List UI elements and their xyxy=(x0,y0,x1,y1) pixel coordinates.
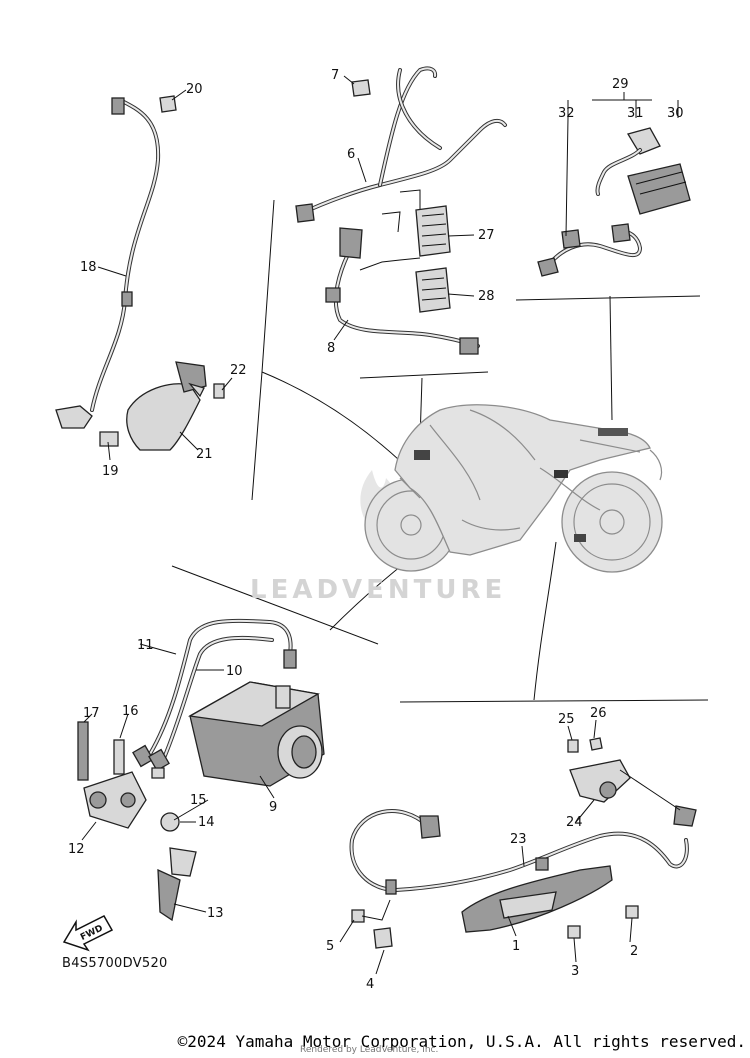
wire-harness-group xyxy=(295,66,507,355)
part-number-labels: 1 2 3 4 5 6 7 8 9 10 11 12 13 14 15 16 1… xyxy=(68,68,684,992)
part-label-1: 1 xyxy=(512,939,520,954)
footer-copyright: ©2024 Yamaha Motor Corporation, U.S.A. A… xyxy=(177,1032,746,1051)
part-label-12: 12 xyxy=(68,842,85,857)
ecu-group xyxy=(537,92,691,277)
fwd-arrow: FWD xyxy=(62,915,114,952)
rear-wheel-sensor-group xyxy=(349,737,697,949)
part-label-14: 14 xyxy=(198,815,215,830)
footer-rendered-by: Rendered by LeadVenture, Inc. xyxy=(300,1045,439,1055)
part-label-11: 11 xyxy=(137,638,154,653)
part-label-22: 22 xyxy=(230,363,247,378)
part-label-13: 13 xyxy=(207,906,224,921)
front-wheel-sensor-group xyxy=(55,95,225,451)
part-label-27: 27 xyxy=(478,228,495,243)
part-label-21: 21 xyxy=(196,447,213,462)
part-label-31: 31 xyxy=(627,106,644,121)
part-label-7: 7 xyxy=(331,68,339,83)
diagram-code: B4S5700DV520 xyxy=(62,956,168,971)
part-label-4: 4 xyxy=(366,977,374,992)
part-label-23: 23 xyxy=(510,832,527,847)
part-label-26: 26 xyxy=(590,706,607,721)
part-label-3: 3 xyxy=(571,964,579,979)
part-label-29: 29 xyxy=(612,77,629,92)
motorcycle-illustration xyxy=(364,404,663,573)
part-label-15: 15 xyxy=(190,793,207,808)
abs-hydraulic-group xyxy=(77,618,325,922)
part-label-17: 17 xyxy=(83,706,100,721)
part-label-18: 18 xyxy=(80,260,97,275)
part-label-6: 6 xyxy=(347,147,355,162)
part-label-5: 5 xyxy=(326,939,334,954)
watermark-text: LEADVENTURE xyxy=(250,575,506,605)
part-label-30: 30 xyxy=(667,106,684,121)
part-label-28: 28 xyxy=(478,289,495,304)
watermark: LEADVENTURE xyxy=(250,470,506,605)
leader-lines xyxy=(81,75,633,975)
part-label-24: 24 xyxy=(566,815,583,830)
part-label-32: 32 xyxy=(558,106,575,121)
part-label-16: 16 xyxy=(122,704,139,719)
part-label-10: 10 xyxy=(226,664,243,679)
part-label-8: 8 xyxy=(327,341,335,356)
part-label-2: 2 xyxy=(630,944,638,959)
part-label-19: 19 xyxy=(102,464,119,479)
part-label-20: 20 xyxy=(186,82,203,97)
part-label-9: 9 xyxy=(269,800,277,815)
part-label-25: 25 xyxy=(558,712,575,727)
group-bracket-lines xyxy=(171,199,709,703)
